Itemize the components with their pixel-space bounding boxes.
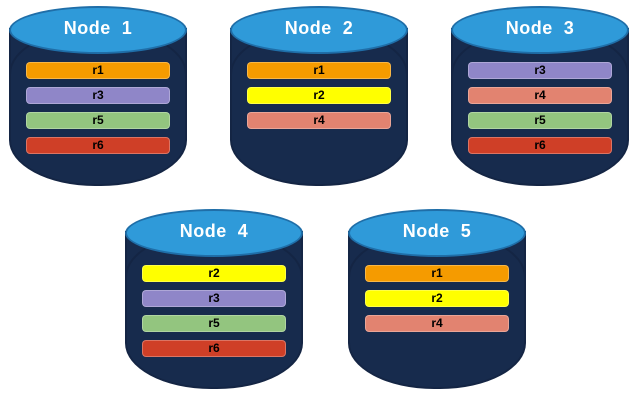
replica-bar[interactable]: r3 (26, 87, 170, 104)
replica-bar[interactable]: r4 (247, 112, 391, 129)
replica-bar[interactable]: r2 (247, 87, 391, 104)
node-label: Node 4 (179, 221, 249, 241)
replica-list: r1 r2 r4 (365, 265, 509, 332)
replica-list: r1 r2 r4 (247, 62, 391, 129)
database-cylinder-2[interactable]: Node 2 r1 r2 r4 (229, 4, 409, 194)
replica-list: r1 r3 r5 r6 (26, 62, 170, 154)
replica-bar[interactable]: r3 (142, 290, 286, 307)
cylinder-top-ellipse (9, 6, 187, 54)
replica-bar[interactable]: r1 (365, 265, 509, 282)
replica-bar[interactable]: r5 (142, 315, 286, 332)
replica-bar[interactable]: r6 (142, 340, 286, 357)
replica-bar[interactable]: r6 (26, 137, 170, 154)
replica-bar[interactable]: r4 (468, 87, 612, 104)
replica-bar[interactable]: r4 (365, 315, 509, 332)
database-cylinder-3[interactable]: Node 3 r3 r4 r5 r6 (450, 4, 630, 194)
replica-bar[interactable]: r3 (468, 62, 612, 79)
replica-list: r2 r3 r5 r6 (142, 265, 286, 357)
replica-bar[interactable]: r2 (365, 290, 509, 307)
node-label: Node 1 (63, 18, 133, 38)
replica-bar[interactable]: r5 (26, 112, 170, 129)
database-cylinder-5[interactable]: Node 5 r1 r2 r4 (347, 207, 527, 397)
cylinder-top-ellipse (125, 209, 303, 257)
node-label: Node 5 (402, 221, 472, 241)
cylinder-body (451, 28, 629, 186)
node-label: Node 2 (284, 18, 354, 38)
replica-bar[interactable]: r5 (468, 112, 612, 129)
cylinder-body (9, 28, 187, 186)
database-cylinder-4[interactable]: Node 4 r2 r3 r5 r6 (124, 207, 304, 397)
cylinder-body (125, 231, 303, 389)
cylinder-top-ellipse (348, 209, 526, 257)
replica-bar[interactable]: r1 (26, 62, 170, 79)
replica-list: r3 r4 r5 r6 (468, 62, 612, 154)
database-cylinder-1[interactable]: Node 1 r1 r3 r5 r6 (8, 4, 188, 194)
replica-bar[interactable]: r1 (247, 62, 391, 79)
replica-bar[interactable]: r2 (142, 265, 286, 282)
cylinder-top-ellipse (451, 6, 629, 54)
cylinder-top-ellipse (230, 6, 408, 54)
replica-bar[interactable]: r6 (468, 137, 612, 154)
cylinder-body (230, 28, 408, 186)
node-label: Node 3 (505, 18, 575, 38)
